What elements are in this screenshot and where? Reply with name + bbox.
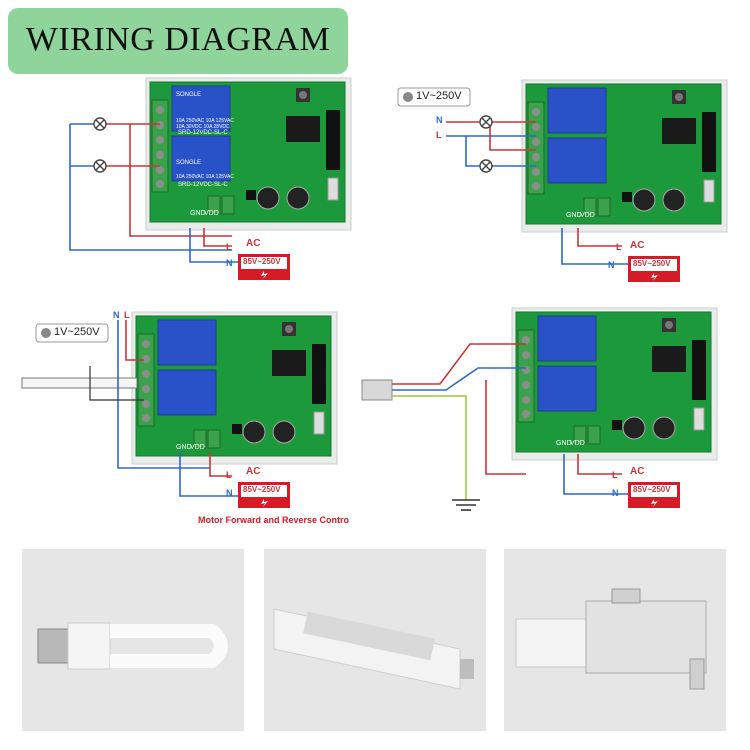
gnd-label: GND <box>190 210 206 217</box>
l-label: L <box>616 242 622 252</box>
relay-board-4 <box>361 307 718 511</box>
l-label: L <box>226 470 232 480</box>
lamp-1b-icon <box>93 159 107 173</box>
relay-board-3 <box>21 311 338 508</box>
relay-model-label: SRD-12VDC-SL-C <box>178 130 228 136</box>
motor-caption: Motor Forward and Reverse Contro <box>198 515 350 525</box>
vdd-label: VDD <box>204 210 219 217</box>
photo-tubular-motor <box>264 549 486 731</box>
gnd-label: GND <box>176 444 192 451</box>
relay-model-label: SRD-12VDC-SL-C <box>178 182 228 188</box>
relay-brand-label: SONGLE <box>176 160 202 166</box>
ac-label: AC <box>630 466 645 477</box>
gnd-label: GND <box>566 212 582 219</box>
gnd-label: GND <box>556 440 572 447</box>
diagram-title: WIRING DIAGRAM <box>25 21 331 58</box>
relay-board-2 <box>446 79 728 282</box>
ac-range-label: 85V~250V <box>633 259 671 268</box>
lamp-2b-icon <box>479 159 493 173</box>
l-label: L <box>436 130 442 140</box>
n-label: N <box>226 488 233 498</box>
vdd-label: VDD <box>190 444 205 451</box>
l-label: L <box>612 470 618 480</box>
l-label: L <box>226 242 232 252</box>
input-voltage-badge: 1V~250V <box>54 326 100 338</box>
ac-range-label: 85V~250V <box>633 485 671 494</box>
title-banner: WIRING DIAGRAM <box>8 8 348 74</box>
ac-label: AC <box>246 238 261 249</box>
gear-icon <box>41 328 51 338</box>
lamp-1a-icon <box>93 117 107 131</box>
ac-range-label: 85V~250V <box>243 257 281 266</box>
relay-ratings-label: 10A 250VAC 10A 125VAC <box>176 118 234 124</box>
photo-fluorescent-lamp <box>22 549 244 731</box>
lamp-2a-icon <box>479 115 493 129</box>
relay-ratings-label: 10A 30VDC 10A 28VDC <box>176 124 230 130</box>
l-label: L <box>124 310 130 320</box>
voltage-badge-2 <box>397 87 471 107</box>
ac-label: AC <box>630 240 645 251</box>
ac-label: AC <box>246 466 261 477</box>
n-label: N <box>608 260 615 270</box>
n-label: N <box>113 310 120 320</box>
vdd-label: VDD <box>570 440 585 447</box>
voltage-badge-3 <box>35 323 109 343</box>
relay-brand-label: SONGLE <box>176 92 202 98</box>
relay-ratings-label: 10A 250VAC 10A 125VAC <box>176 174 234 180</box>
gear-icon <box>403 92 413 102</box>
vdd-label: VDD <box>580 212 595 219</box>
n-label: N <box>612 488 619 498</box>
photo-door-motor <box>504 549 726 731</box>
n-label: N <box>436 115 443 125</box>
relay-board-1 <box>69 77 352 280</box>
n-label: N <box>226 258 233 268</box>
input-voltage-badge: 1V~250V <box>416 90 462 102</box>
ac-range-label: 85V~250V <box>243 485 281 494</box>
